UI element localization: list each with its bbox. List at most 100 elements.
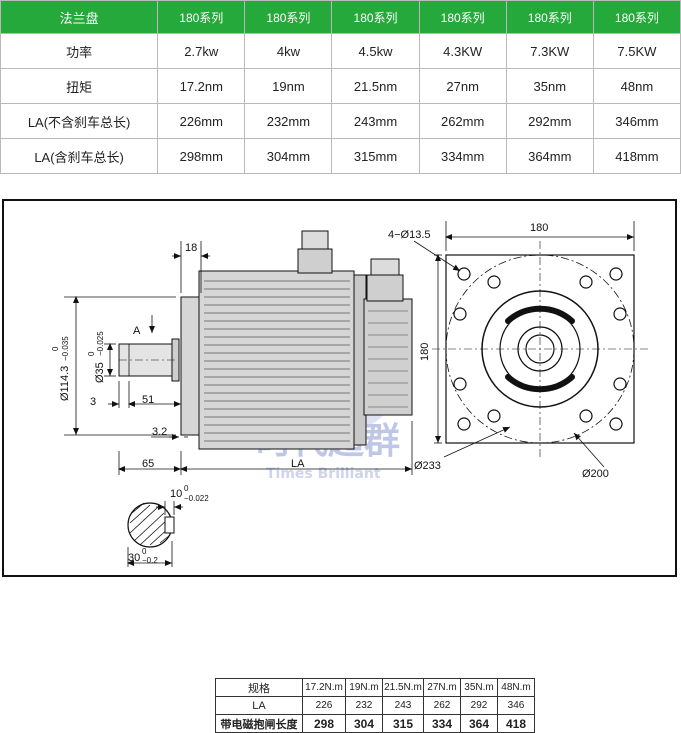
- table-cell: 7.5KW: [592, 33, 681, 69]
- table-cell: 346: [497, 696, 535, 715]
- table-cell: 19nm: [244, 68, 333, 104]
- table-cell: 243: [382, 696, 424, 715]
- table-cell: 4kw: [244, 33, 333, 69]
- flange-front-view: [432, 241, 648, 457]
- table-cell: 292mm: [505, 103, 594, 139]
- key-width-tol-lower: −0.022: [184, 494, 209, 503]
- dim-114-tol-lower: −0.035: [61, 336, 70, 361]
- table-cell: 232: [345, 696, 383, 715]
- header-cell: 法兰盘: [0, 0, 159, 34]
- table-row: LA 226 232 243 262 292 346: [215, 696, 535, 715]
- dim-35: Ø35: [94, 362, 106, 383]
- header-cell: 180系列: [505, 0, 594, 34]
- encoder-connector: [366, 258, 404, 302]
- spec-table: 法兰盘 180系列 180系列 180系列 180系列 180系列 180系列 …: [0, 0, 681, 174]
- table-cell: 334mm: [418, 138, 507, 174]
- motor-dimension-drawing: 时代超群 Times Brilliant: [2, 199, 677, 733]
- drawing-svg: 时代超群 Times Brilliant: [51, 221, 648, 567]
- table-cell: 364: [460, 714, 498, 733]
- table-cell: 346mm: [592, 103, 681, 139]
- header-cell: 180系列: [157, 0, 246, 34]
- table-row: LA(含刹车总长) 298mm 304mm 315mm 334mm 364mm …: [0, 138, 681, 174]
- row-label: 带电磁抱闸长度: [215, 714, 303, 733]
- mounting-holes: [453, 267, 627, 431]
- dim-114-tol-upper: 0: [51, 346, 60, 351]
- key-depth: 30: [128, 552, 140, 564]
- table-cell: 27nm: [418, 68, 507, 104]
- pcd-circle: [445, 254, 635, 444]
- dim-la: LA: [291, 458, 305, 470]
- table-cell: 243mm: [331, 103, 420, 139]
- header-cell: 180系列: [592, 0, 681, 34]
- table-cell: 304: [345, 714, 383, 733]
- watermark-en: Times Brilliant: [266, 466, 381, 482]
- table-cell: 2.7kw: [157, 33, 246, 69]
- table-cell: 262: [423, 696, 461, 715]
- table-cell: 21.5nm: [331, 68, 420, 104]
- table-cell: 27N.m: [423, 678, 461, 697]
- row-label: LA(不含刹车总长): [0, 103, 159, 139]
- dim-180-side: 180: [419, 343, 431, 361]
- table-cell: 35nm: [505, 68, 594, 104]
- dim-35-tol-lower: −0.025: [96, 331, 105, 356]
- dim-holes: 4−Ø13.5: [388, 229, 431, 241]
- table-cell: 4.5kw: [331, 33, 420, 69]
- table-cell: 48nm: [592, 68, 681, 104]
- dimension-lines: [64, 221, 635, 475]
- dim-3: 3: [90, 396, 96, 408]
- cooling-fins: [204, 280, 350, 442]
- spec-header-row: 法兰盘 180系列 180系列 180系列 180系列 180系列 180系列: [0, 0, 681, 34]
- table-cell: 298: [302, 714, 346, 733]
- dim-3-2: 3.2: [152, 426, 167, 438]
- table-cell: 304mm: [244, 138, 333, 174]
- table-cell: 35N.m: [460, 678, 498, 697]
- table-cell: 364mm: [505, 138, 594, 174]
- key-width: 10: [170, 488, 182, 500]
- power-connector: [297, 230, 333, 274]
- header-cell: 180系列: [418, 0, 507, 34]
- table-cell: 334: [423, 714, 461, 733]
- shaft-section-view: 10 0 −0.022 30 0 −0.2: [127, 484, 209, 567]
- dim-114: Ø114.3: [59, 366, 71, 401]
- dim-180-top: 180: [530, 222, 548, 234]
- table-cell: 418mm: [592, 138, 681, 174]
- row-label: 规格: [215, 678, 303, 697]
- table-cell: 292: [460, 696, 498, 715]
- table-cell: 315: [382, 714, 424, 733]
- row-label: LA(含刹车总长): [0, 138, 159, 174]
- header-cell: 180系列: [244, 0, 333, 34]
- table-row: 功率 2.7kw 4kw 4.5kw 4.3KW 7.3KW 7.5KW: [0, 33, 681, 69]
- table-cell: 17.2N.m: [302, 678, 346, 697]
- key-depth-tol-upper: 0: [142, 547, 147, 556]
- key-depth-tol-lower: −0.2: [142, 556, 158, 565]
- table-cell: 17.2nm: [157, 68, 246, 104]
- dim-200: Ø200: [582, 468, 609, 480]
- motor-flange: [180, 296, 202, 436]
- table-row: 规格 17.2N.m 19N.m 21.5N.m 27N.m 35N.m 48N…: [215, 678, 535, 697]
- dim-35-tol-upper: 0: [87, 351, 96, 356]
- header-cell: 180系列: [331, 0, 420, 34]
- row-label: LA: [215, 696, 303, 715]
- table-row: 扭矩 17.2nm 19nm 21.5nm 27nm 35nm 48nm: [0, 68, 681, 104]
- table-cell: 226: [302, 696, 346, 715]
- table-cell: 48N.m: [497, 678, 535, 697]
- key-width-tol-upper: 0: [184, 484, 189, 493]
- table-cell: 19N.m: [345, 678, 383, 697]
- table-cell: 226mm: [157, 103, 246, 139]
- dim-233: Ø233: [414, 460, 441, 472]
- motor-shaft: [118, 338, 180, 382]
- table-cell: 4.3KW: [418, 33, 507, 69]
- rear-encoder-cap: [363, 298, 413, 416]
- table-cell: 7.3KW: [505, 33, 594, 69]
- row-label: 扭矩: [0, 68, 159, 104]
- table-cell: 262mm: [418, 103, 507, 139]
- dim-65: 65: [142, 458, 154, 470]
- table-cell: 315mm: [331, 138, 420, 174]
- motor-body: [198, 270, 367, 450]
- dim-18: 18: [185, 242, 197, 254]
- dim-51: 51: [142, 394, 154, 406]
- length-table: 规格 17.2N.m 19N.m 21.5N.m 27N.m 35N.m 48N…: [215, 678, 535, 733]
- section-arrow-a: A: [133, 325, 141, 337]
- row-label: 功率: [0, 33, 159, 69]
- table-cell: 232mm: [244, 103, 333, 139]
